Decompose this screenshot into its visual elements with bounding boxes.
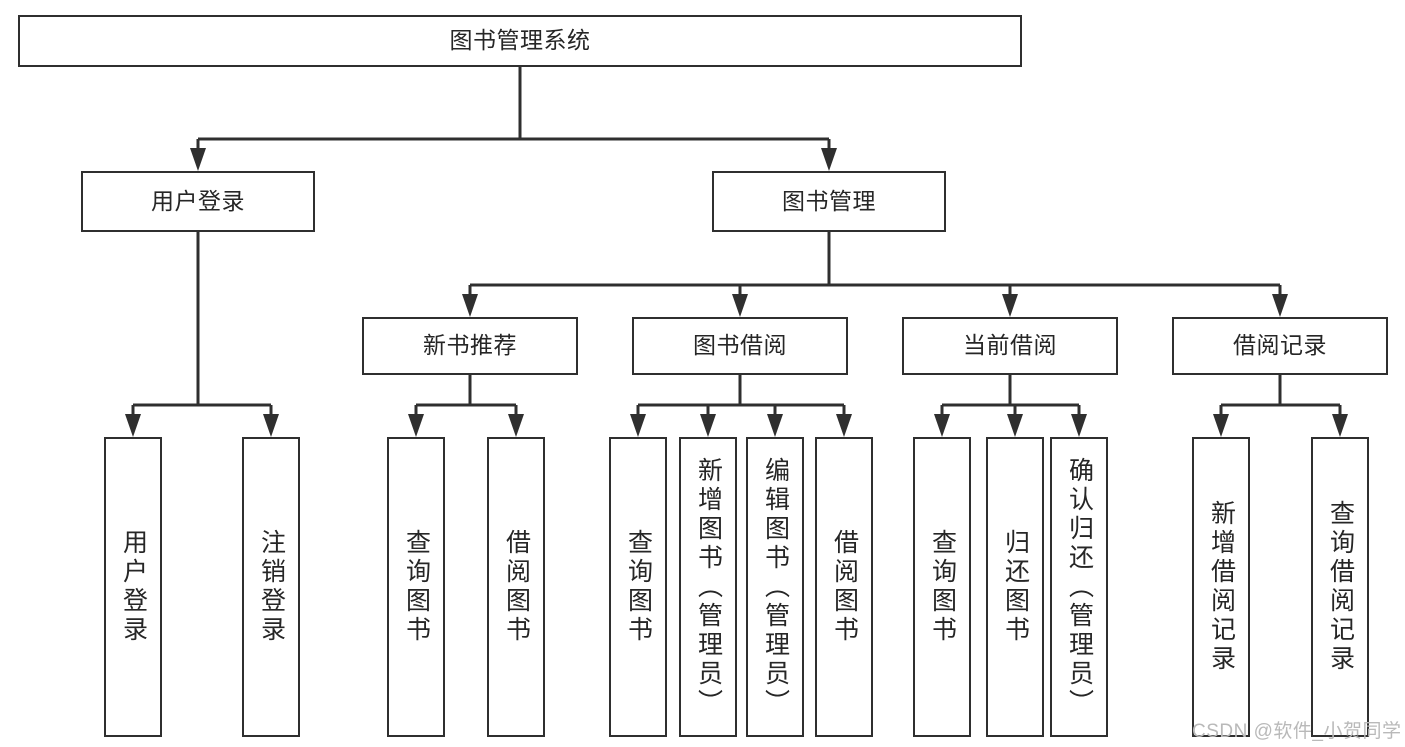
node-leaf-add-record-label: 新增借阅记录 [1207, 500, 1236, 674]
csdn-watermark: CSDN @软件_小贺同学 [1192, 721, 1402, 742]
node-current-borrow[interactable]: 当前借阅 [902, 317, 1118, 375]
node-leaf-add-book-label: 新增图书（管理员） [694, 456, 723, 718]
node-leaf-query-book-1-label: 查询图书 [402, 529, 431, 645]
node-leaf-user-login[interactable]: 用户登录 [104, 437, 162, 737]
node-new-book-rec-label: 新书推荐 [423, 332, 517, 359]
node-leaf-borrow-book-2-label: 借阅图书 [830, 529, 859, 645]
node-leaf-query-book-2-label: 查询图书 [624, 529, 653, 645]
node-borrow-record-label: 借阅记录 [1233, 332, 1327, 359]
node-borrow-record[interactable]: 借阅记录 [1172, 317, 1388, 375]
node-leaf-query-book-2[interactable]: 查询图书 [609, 437, 667, 737]
node-leaf-confirm-return-label: 确认归还（管理员） [1065, 456, 1094, 718]
node-leaf-borrow-book-1-label: 借阅图书 [502, 529, 531, 645]
node-leaf-user-login-label: 用户登录 [119, 529, 148, 645]
node-new-book-rec[interactable]: 新书推荐 [362, 317, 578, 375]
node-root-label: 图书管理系统 [449, 27, 591, 54]
node-leaf-logout-label: 注销登录 [257, 529, 286, 645]
node-book-borrow-label: 图书借阅 [693, 332, 787, 359]
node-user-login[interactable]: 用户登录 [81, 171, 315, 232]
node-leaf-logout[interactable]: 注销登录 [242, 437, 300, 737]
node-book-manage[interactable]: 图书管理 [712, 171, 946, 232]
node-leaf-query-record[interactable]: 查询借阅记录 [1311, 437, 1369, 737]
node-root[interactable]: 图书管理系统 [18, 15, 1022, 67]
node-book-borrow[interactable]: 图书借阅 [632, 317, 848, 375]
node-leaf-add-book[interactable]: 新增图书（管理员） [679, 437, 737, 737]
node-leaf-confirm-return[interactable]: 确认归还（管理员） [1050, 437, 1108, 737]
node-leaf-query-book-3-label: 查询图书 [928, 529, 957, 645]
node-leaf-edit-book[interactable]: 编辑图书（管理员） [746, 437, 804, 737]
node-current-borrow-label: 当前借阅 [963, 332, 1057, 359]
node-leaf-add-record[interactable]: 新增借阅记录 [1192, 437, 1250, 737]
node-leaf-query-book-1[interactable]: 查询图书 [387, 437, 445, 737]
node-leaf-query-book-3[interactable]: 查询图书 [913, 437, 971, 737]
node-user-login-label: 用户登录 [151, 187, 245, 214]
node-leaf-query-record-label: 查询借阅记录 [1326, 500, 1355, 674]
node-leaf-borrow-book-2[interactable]: 借阅图书 [815, 437, 873, 737]
node-leaf-edit-book-label: 编辑图书（管理员） [761, 456, 790, 718]
node-leaf-return-book[interactable]: 归还图书 [986, 437, 1044, 737]
node-leaf-borrow-book-1[interactable]: 借阅图书 [487, 437, 545, 737]
node-book-manage-label: 图书管理 [782, 187, 876, 214]
node-leaf-return-book-label: 归还图书 [1001, 529, 1030, 645]
